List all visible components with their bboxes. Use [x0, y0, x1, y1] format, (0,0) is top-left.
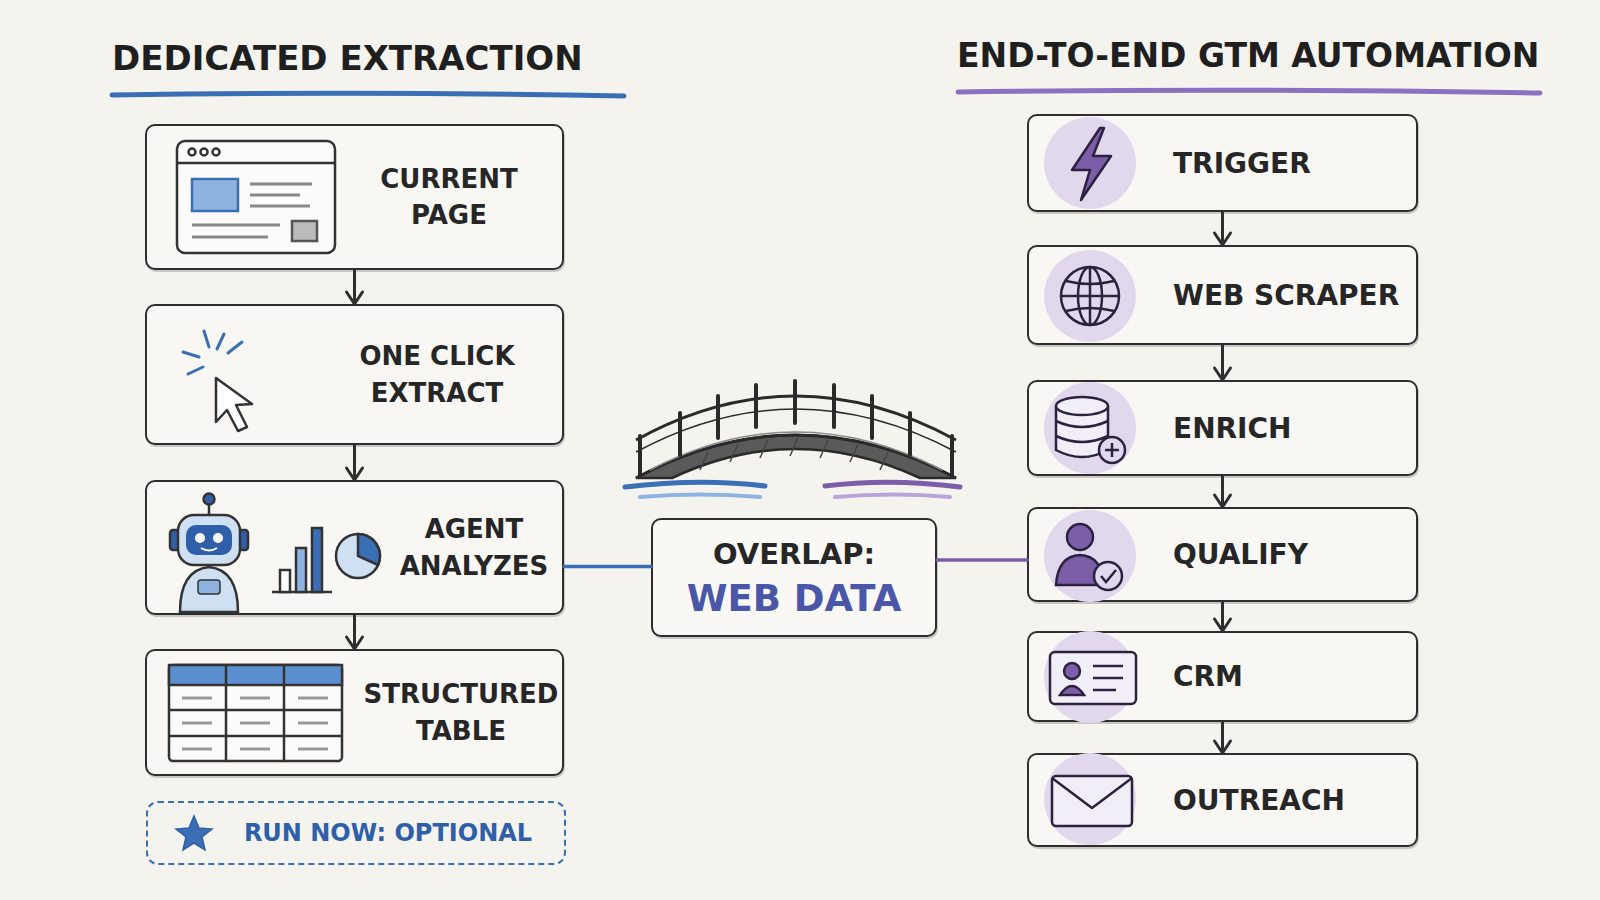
- process-box: CURRENT PAGE: [145, 124, 564, 270]
- node-label: ENRICH: [1173, 412, 1292, 445]
- title-underline: [112, 93, 624, 96]
- node-label: QUALIFY: [1173, 538, 1308, 571]
- flow-arrow: [1215, 602, 1231, 631]
- column-heading: DEDICATED EXTRACTION: [112, 38, 583, 78]
- flow-arrow: [1215, 345, 1231, 380]
- title-underline: [958, 90, 1540, 93]
- process-box: ONE CLICK EXTRACT: [145, 304, 564, 445]
- column-heading: END-TO-END GTM AUTOMATION: [957, 36, 1539, 75]
- process-box: CRM: [1027, 631, 1418, 722]
- node-label: OUTREACH: [1173, 784, 1345, 817]
- flow-arrow: [1215, 476, 1231, 507]
- flow-arrow: [1215, 212, 1231, 245]
- star-icon: [176, 816, 212, 850]
- node-label: CRM: [1173, 660, 1243, 693]
- process-box: ENRICH: [1027, 380, 1418, 476]
- node-label: RUN NOW: OPTIONAL: [244, 819, 532, 847]
- process-box: WEB SCRAPER: [1027, 245, 1418, 345]
- node-label: OVERLAP:: [713, 533, 875, 577]
- link-line: [564, 565, 651, 569]
- node-sublabel: WEB DATA: [687, 576, 902, 622]
- node-label: STRUCTURED TABLE: [360, 676, 562, 749]
- flow-arrow: [347, 615, 363, 649]
- node-label: ONE CLICK EXTRACT: [330, 338, 545, 411]
- flow-arrow: [347, 445, 363, 480]
- node-label: TRIGGER: [1173, 147, 1311, 180]
- node-label: AGENT ANALYZES: [386, 511, 562, 584]
- option-box: RUN NOW: OPTIONAL: [146, 801, 566, 865]
- bridge-illustration: [625, 381, 960, 497]
- process-box: QUALIFY: [1027, 507, 1418, 602]
- process-box: STRUCTURED TABLE: [145, 649, 564, 776]
- process-box: TRIGGER: [1027, 114, 1418, 212]
- link-line: [937, 558, 1027, 562]
- node-label: WEB SCRAPER: [1173, 279, 1399, 312]
- overlap-box: OVERLAP:WEB DATA: [651, 518, 937, 637]
- process-box: OUTREACH: [1027, 753, 1418, 847]
- flow-arrow: [347, 270, 363, 304]
- node-label: CURRENT PAGE: [342, 161, 557, 234]
- process-box: AGENT ANALYZES: [145, 480, 564, 615]
- flow-arrow: [1215, 722, 1231, 753]
